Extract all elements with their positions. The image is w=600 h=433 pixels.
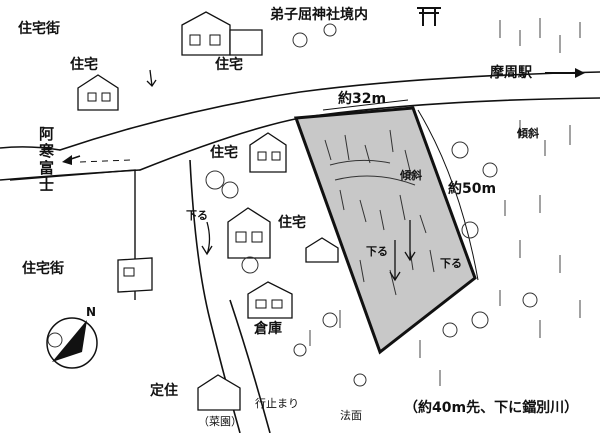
arrow-right-icon	[545, 68, 585, 78]
width-32m-label: 約32m	[338, 91, 387, 107]
ticks	[309, 18, 581, 386]
slope-label-1: 傾斜	[517, 127, 539, 140]
residential-street-left: 住宅街	[22, 261, 64, 277]
vegetable-garden-label: （菜園）	[198, 415, 242, 428]
house-label-mid: 住宅	[210, 145, 238, 161]
block-left	[9, 169, 136, 300]
slope-face-label: 法面	[340, 409, 362, 422]
trees	[47, 23, 538, 387]
akan-fuji-label: 阿寒富士	[37, 126, 55, 194]
houses	[77, 11, 339, 411]
slope-label-2: 傾斜	[400, 169, 422, 182]
lot-scribbles	[324, 129, 435, 296]
warehouse-label: 倉庫	[254, 321, 282, 337]
house-label-tl: 住宅	[70, 57, 98, 73]
lot-polygon	[293, 106, 477, 355]
residential-street-top: 住宅街	[18, 21, 60, 37]
torii-icon	[417, 7, 441, 26]
shrine-label: 弟子屈神社境内	[270, 7, 368, 23]
length-50m-label: 約50m	[448, 181, 497, 197]
down-label-1: 下る	[186, 209, 208, 222]
north-arrow-icon	[46, 317, 98, 369]
down-label-2: 下る	[366, 245, 388, 258]
windows	[87, 34, 283, 309]
house-label-top: 住宅	[215, 57, 243, 73]
river-note: （約40m先、下に鐺別川）	[404, 400, 579, 416]
teiju-label: 定住	[150, 383, 178, 399]
house-label-mid2: 住宅	[278, 215, 306, 231]
station-label: 摩周駅	[490, 65, 532, 81]
measure-50	[417, 109, 479, 281]
arrow-left-icon	[62, 155, 81, 165]
north-label: N	[86, 305, 97, 319]
dead-end-label: 行止まり	[255, 397, 299, 410]
down-label-3: 下る	[440, 257, 462, 270]
measure-32	[322, 99, 409, 111]
slope-arrows	[146, 69, 213, 256]
